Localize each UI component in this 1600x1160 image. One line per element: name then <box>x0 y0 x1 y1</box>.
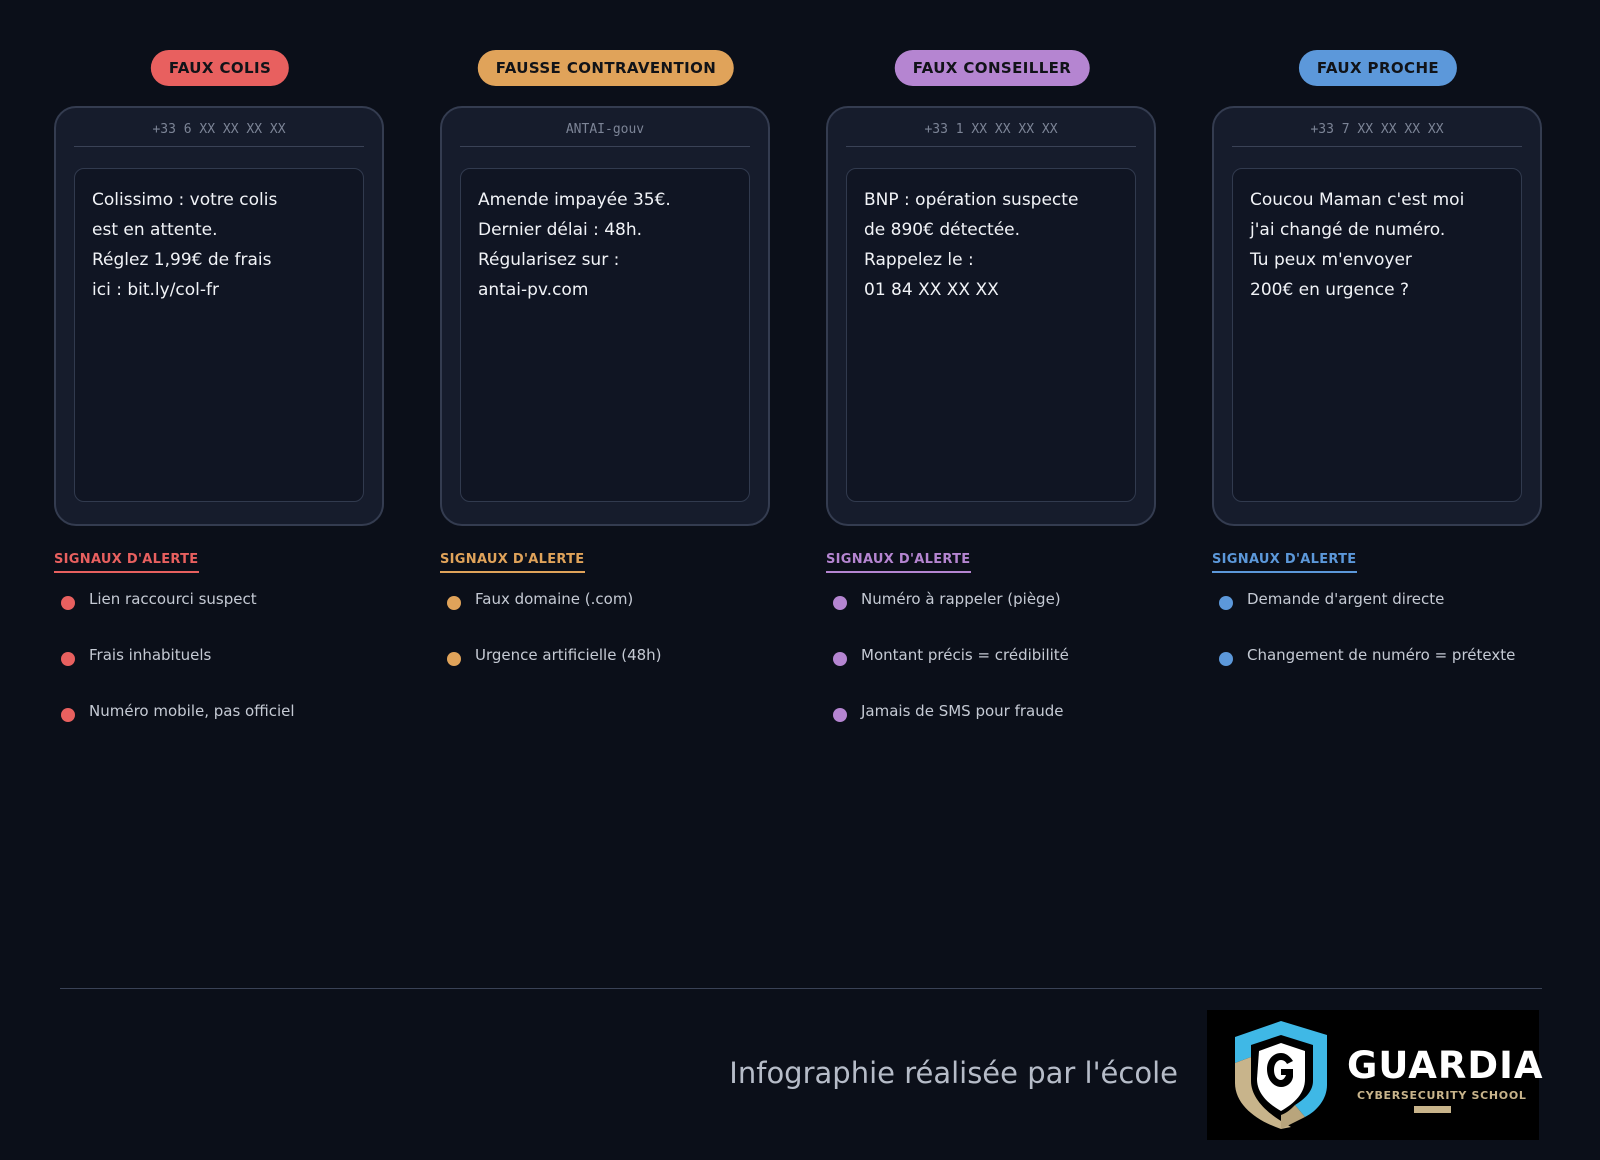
sender-number: ANTAI-gouv <box>565 122 645 137</box>
alert-item: Lien raccourci suspect <box>54 588 394 644</box>
sms-text-line: ici : bit.ly/col-fr <box>92 280 220 300</box>
bullet-dot-icon <box>833 652 847 666</box>
bullet-dot-icon <box>1219 596 1233 610</box>
sms-text-line: est en attente. <box>92 220 218 240</box>
divider <box>846 146 1136 147</box>
alert-text: Demande d'argent directe <box>1247 590 1445 608</box>
card-column-faux-colis: FAUX COLIS +33 6 XX XX XX XX Colissimo :… <box>54 0 386 760</box>
bullet-dot-icon <box>447 652 461 666</box>
alert-section-title: SIGNAUX D'ALERTE <box>826 552 971 573</box>
card-column-faux-conseiller: FAUX CONSEILLER +33 1 XX XX XX XX BNP : … <box>826 0 1158 760</box>
sms-bubble: Amende impayée 35€. Dernier délai : 48h.… <box>460 168 750 502</box>
alert-text: Faux domaine (.com) <box>475 590 634 608</box>
sender-number: +33 1 XX XX XX XX <box>924 122 1058 137</box>
alert-list: Faux domaine (.com) Urgence artificielle… <box>440 588 780 700</box>
alert-list: Numéro à rappeler (piège) Montant précis… <box>826 588 1166 756</box>
shield-icon <box>1235 1021 1327 1129</box>
alert-text: Urgence artificielle (48h) <box>475 646 662 664</box>
card-column-faux-proche: FAUX PROCHE +33 7 XX XX XX XX Coucou Mam… <box>1212 0 1544 760</box>
divider <box>1232 146 1522 147</box>
bullet-dot-icon <box>833 596 847 610</box>
footer-divider <box>60 988 1542 989</box>
sms-text-line: Dernier délai : 48h. <box>478 220 643 240</box>
alert-text: Numéro à rappeler (piège) <box>861 590 1061 608</box>
alert-item: Montant précis = crédibilité <box>826 644 1166 700</box>
alert-text: Frais inhabituels <box>89 646 212 664</box>
alert-item: Demande d'argent directe <box>1212 588 1552 644</box>
divider <box>460 146 750 147</box>
sender-number: +33 7 XX XX XX XX <box>1310 122 1444 137</box>
logo-wordmark: GUARDIA <box>1347 1044 1544 1087</box>
phone-mockup: ANTAI-gouv Amende impayée 35€. Dernier d… <box>440 106 770 526</box>
alert-item: Changement de numéro = prétexte <box>1212 644 1552 700</box>
sms-bubble: BNP : opération suspecte de 890€ détecté… <box>846 168 1136 502</box>
alert-section-title: SIGNAUX D'ALERTE <box>54 552 199 573</box>
logo-tagline: CYBERSECURITY SCHOOL <box>1357 1089 1527 1102</box>
phone-mockup: +33 7 XX XX XX XX Coucou Maman c'est moi… <box>1212 106 1542 526</box>
sms-text-line: de 890€ détectée. <box>864 220 1021 240</box>
category-badge: FAUX PROCHE <box>1298 50 1458 86</box>
alert-text: Lien raccourci suspect <box>89 590 257 608</box>
sms-text-line: Réglez 1,99€ de frais <box>92 250 272 270</box>
alert-item: Numéro mobile, pas officiel <box>54 700 394 756</box>
category-badge: FAUSSE CONTRAVENTION <box>477 50 735 86</box>
sms-text-line: j'ai changé de numéro. <box>1250 220 1446 240</box>
sms-text-line: 01 84 XX XX XX <box>864 280 999 300</box>
bullet-dot-icon <box>61 596 75 610</box>
bullet-dot-icon <box>447 596 461 610</box>
sms-text-line: Tu peux m'envoyer <box>1250 250 1412 270</box>
scam-columns: FAUX COLIS +33 6 XX XX XX XX Colissimo :… <box>54 0 1544 760</box>
sms-text-line: Rappelez le : <box>864 250 974 270</box>
sms-bubble: Coucou Maman c'est moi j'ai changé de nu… <box>1232 168 1522 502</box>
alert-list: Demande d'argent directe Changement de n… <box>1212 588 1552 700</box>
divider <box>74 146 364 147</box>
alert-text: Changement de numéro = prétexte <box>1247 646 1516 664</box>
sms-text-line: Colissimo : votre colis <box>92 190 278 210</box>
alert-item: Urgence artificielle (48h) <box>440 644 780 700</box>
card-column-fausse-contravention: FAUSSE CONTRAVENTION ANTAI-gouv Amende i… <box>440 0 772 760</box>
category-badge: FAUX CONSEILLER <box>894 50 1090 86</box>
bullet-dot-icon <box>61 652 75 666</box>
phone-mockup: +33 6 XX XX XX XX Colissimo : votre coli… <box>54 106 384 526</box>
alert-item: Jamais de SMS pour fraude <box>826 700 1166 756</box>
alert-item: Frais inhabituels <box>54 644 394 700</box>
logo-underline <box>1414 1106 1451 1113</box>
alert-text: Numéro mobile, pas officiel <box>89 702 295 720</box>
alert-item: Faux domaine (.com) <box>440 588 780 644</box>
guardia-logo: GUARDIA CYBERSECURITY SCHOOL <box>1207 1010 1543 1140</box>
phone-mockup: +33 1 XX XX XX XX BNP : opération suspec… <box>826 106 1156 526</box>
sms-text-line: Amende impayée 35€. <box>478 190 671 210</box>
alert-section-title: SIGNAUX D'ALERTE <box>1212 552 1357 573</box>
bullet-dot-icon <box>833 708 847 722</box>
alert-text: Jamais de SMS pour fraude <box>861 702 1064 720</box>
sms-text-line: Coucou Maman c'est moi <box>1250 190 1465 210</box>
sms-text-line: BNP : opération suspecte <box>864 190 1079 210</box>
alert-item: Numéro à rappeler (piège) <box>826 588 1166 644</box>
sms-text-line: antai-pv.com <box>478 280 589 300</box>
bullet-dot-icon <box>61 708 75 722</box>
sms-text-line: Régularisez sur : <box>478 250 620 270</box>
sms-bubble: Colissimo : votre colis est en attente. … <box>74 168 364 502</box>
category-badge: FAUX COLIS <box>150 50 290 86</box>
footer-credit: Infographie réalisée par l'école <box>729 1056 1178 1090</box>
alert-list: Lien raccourci suspect Frais inhabituels… <box>54 588 394 756</box>
alert-text: Montant précis = crédibilité <box>861 646 1069 664</box>
bullet-dot-icon <box>1219 652 1233 666</box>
alert-section-title: SIGNAUX D'ALERTE <box>440 552 585 573</box>
sender-number: +33 6 XX XX XX XX <box>152 122 286 137</box>
sms-text-line: 200€ en urgence ? <box>1250 280 1410 300</box>
